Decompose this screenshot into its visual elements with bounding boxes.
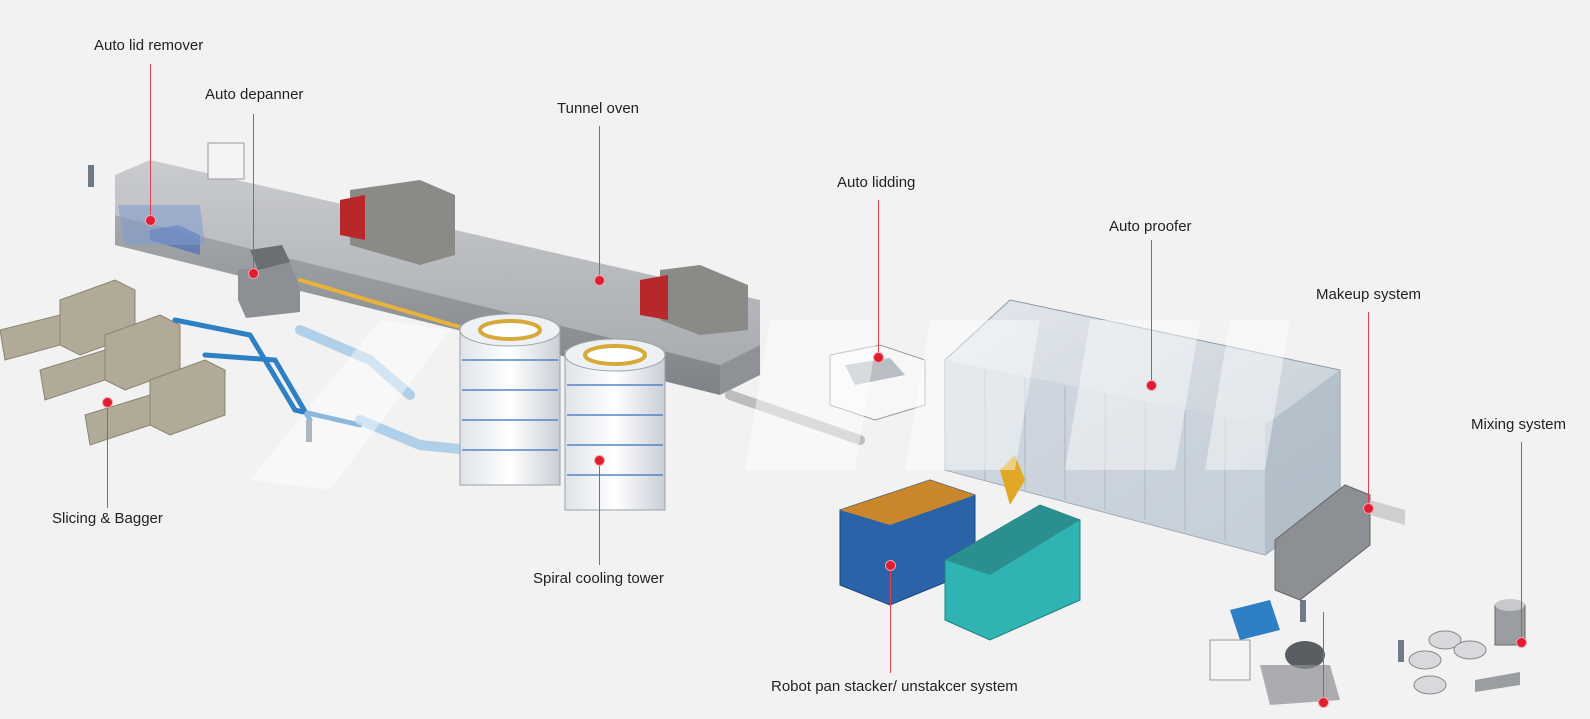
- label-auto-lidding: Auto lidding: [837, 174, 916, 191]
- leader-robot-pan-stacker: [890, 566, 891, 673]
- leader-spiral-cooling-tower: [599, 460, 600, 565]
- marker-auto-depanner[interactable]: [248, 268, 259, 279]
- leader-makeup-lower: [1323, 612, 1324, 700]
- auto-lidding-unit: [829, 344, 926, 421]
- label-slicing-bagger: Slicing & Bagger: [52, 510, 163, 527]
- label-mixing-system: Mixing system: [1471, 416, 1567, 433]
- leader-tunnel-oven: [599, 126, 600, 280]
- watermark-logo: [250, 320, 1290, 490]
- marker-slicing-bagger[interactable]: [102, 397, 113, 408]
- marker-auto-lidding[interactable]: [873, 352, 884, 363]
- spiral-cooling-towers: [459, 313, 666, 511]
- leader-makeup-system: [1368, 312, 1369, 507]
- operators: [88, 165, 1404, 662]
- conveyors: [172, 278, 865, 455]
- label-robot-pan-stacker: Robot pan stacker/ unstakcer system: [771, 678, 1018, 695]
- pan-stacks: [839, 455, 1081, 641]
- leader-slicing-bagger: [107, 402, 108, 508]
- marker-makeup-system[interactable]: [1363, 503, 1374, 514]
- leader-mixing-system: [1521, 442, 1522, 642]
- label-spiral-cooling-tower: Spiral cooling tower: [533, 570, 664, 587]
- marker-mixing-system[interactable]: [1516, 637, 1527, 648]
- slicing-bagger-machines: [0, 279, 226, 446]
- label-tunnel-oven: Tunnel oven: [557, 100, 640, 117]
- leader-auto-depanner: [253, 114, 254, 272]
- marker-tunnel-oven[interactable]: [594, 275, 605, 286]
- label-auto-lid-remover: Auto lid remover: [94, 37, 204, 54]
- label-makeup-system: Makeup system: [1316, 286, 1422, 303]
- label-auto-proofer: Auto proofer: [1109, 218, 1192, 235]
- label-auto-depanner: Auto depanner: [205, 86, 304, 103]
- leader-auto-lid-remover: [150, 64, 151, 220]
- makeup-system-machines: [1209, 484, 1405, 705]
- marker-robot-pan-stacker[interactable]: [885, 560, 896, 571]
- leader-auto-proofer: [1151, 240, 1152, 385]
- marker-auto-proofer[interactable]: [1146, 380, 1157, 391]
- marker-auto-lid-remover[interactable]: [145, 215, 156, 226]
- marker-spiral-cooling-tower[interactable]: [594, 455, 605, 466]
- mixing-system-machines: [1408, 599, 1526, 695]
- marker-makeup-lower[interactable]: [1318, 697, 1329, 708]
- leader-auto-lidding: [878, 200, 879, 358]
